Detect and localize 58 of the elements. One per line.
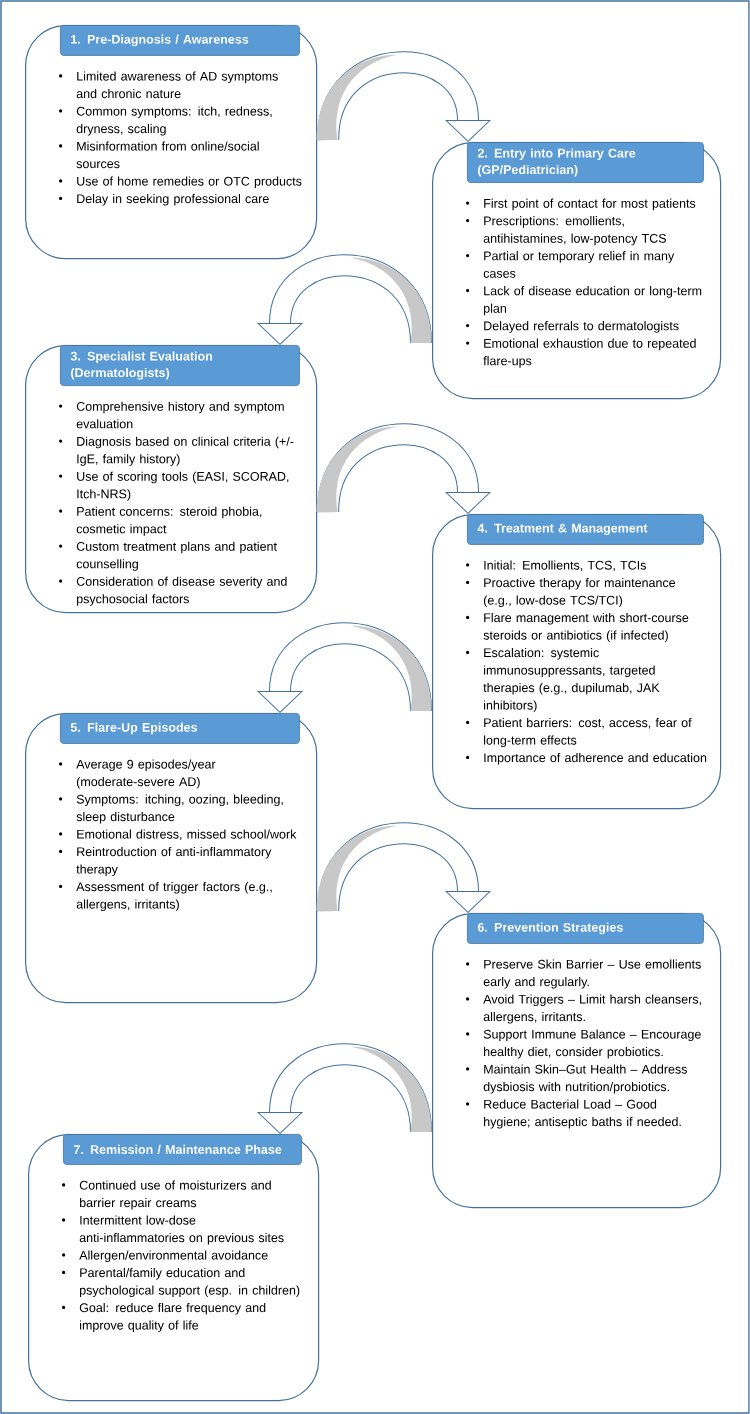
node-label: Escalation: systemic immunosuppressants, targeted therapies (e.g., dupilumab, JAK inhibitors) <box>483 647 660 713</box>
node-label: Custom treatment plans and patient counselling <box>76 541 277 571</box>
node-label: Emotional distress, missed school/work <box>77 829 297 841</box>
bullet-list: Initial: Emollients, TCS, TCIs Proactive therapy for maintenance (e.g., low-dose TCS/TCI) Flare management with short-course steroids or antibiotics (if infected) Escalation: systemic immunosuppressants, targeted therapies (e.g., dupilumab, JAK inhibitors) Patient barriers: cost, access, fear of long-term effects Importance of adherence and education <box>466 560 707 765</box>
bullet-list: Continued use of moisturizers and barrier repair creams Intermittent low-dose anti-inflammatories on previous sites Allergen/environmental avoidance Parental/family education and psychological support (esp. in children) Goal: reduce flare frequency and improve quality of life <box>62 1180 300 1333</box>
header-tab: 7. Remission / Maintenance Phase <box>63 1134 302 1165</box>
node-label: Delayed referrals to dermatologists <box>484 321 679 333</box>
header-tab: 2. Entry into Primary Care (GP/Pediatrician) <box>467 142 704 183</box>
node-label: Limited awareness of AD symptoms and chronic nature <box>76 71 278 99</box>
node-label: Diagnosis based on clinical criteria (+/- IgE, family history) <box>77 436 294 466</box>
bullet-list: First point of contact for most patients Prescriptions: emollients, antihistamines, low-potency TCS Partial or temporary relief in many cases Lack of disease education or long-term plan Delayed referrals to dermatologists Emotional exhaustion due to repeated flare-ups <box>466 198 702 368</box>
curved-arrow <box>257 622 432 713</box>
node-label: Partial or temporary relief in many cases <box>483 251 675 278</box>
node-label: Support Immune Balance – Encourage healthy diet, consider probiotics. <box>483 1029 701 1059</box>
curved-arrow <box>316 423 491 514</box>
node-label: Initial: Emollients, TCS, TCIs <box>484 560 646 572</box>
node-label: Reintroduction of anti-inflammatory therapy <box>76 846 272 877</box>
node-label: Delay in seeking professional care <box>77 193 269 206</box>
bullet-list: Limited awareness of AD symptoms and chronic nature Common symptoms: itch, redness, dryness, scaling Misinformation from online/social sources Use of home remedies or OTC products Delay in seeking professional care <box>59 71 302 206</box>
bullet-list: Average 9 episodes/year (moderate-severe AD) Symptoms: itching, oozing, bleeding, sleep disturbance Emotional distress, missed school/work Reintroduction of anti-inflammatory therapy Assessment of trigger factors (e.g., allergens, irritants) <box>59 759 297 912</box>
node-label: First point of contact for most patients <box>484 198 696 211</box>
node-label: Use of home remedies or OTC products <box>77 176 302 189</box>
node-label: Lack of disease education or long-term plan <box>484 286 702 316</box>
header-tab: 4. Treatment & Management <box>467 514 704 545</box>
node-label: Consideration of disease severity and psychosocial factors <box>76 576 287 606</box>
header-tab: 5. Flare-Up Episodes <box>60 713 300 744</box>
bullet-list: Comprehensive history and symptom evaluation Diagnosis based on clinical criteria (+/- IgE, family history) Use of scoring tools (EASI, SCORAD, Itch-NRS) Patient concerns: steroid phobia, cosmetic impact Custom treatment plans and patient counselling Consideration of disease severity and psychosocial factors <box>59 401 294 606</box>
header-tab: 3. Specialist Evaluation (Dermatologists) <box>60 345 300 386</box>
node-label: Parental/family education and psychological support (esp. in children) <box>80 1267 300 1298</box>
node-label: Avoid Triggers – Limit harsh cleansers, allergens, irritants. <box>483 994 701 1024</box>
node-label: Common symptoms: itch, redness, dryness, scaling <box>76 106 272 136</box>
curved-arrow <box>257 1043 432 1134</box>
node-label: Patient concerns: steroid phobia, cosmetic impact <box>76 506 262 536</box>
curved-arrow <box>316 822 491 913</box>
node-label: Flare management with short-course steroids or antibiotics (if infected) <box>483 612 689 643</box>
node-label: Assessment of trigger factors (e.g., allergens, irritants) <box>76 881 272 912</box>
node-label: Preserve Skin Barrier – Use emollients early and regularly. <box>483 959 701 989</box>
curved-arrow <box>316 51 491 142</box>
bullet-list: Preserve Skin Barrier – Use emollients early and regularly. Avoid Triggers – Limit harsh cleansers, allergens, irritants. Support Immune Balance – Encourage healthy diet, consider probiotics. Maintain Skin–Gut Health – Address dysbiosis with nutrition/probiotics. Reduce Bacterial Load – Good hygiene; antiseptic baths if needed. <box>466 959 701 1129</box>
curved-arrow <box>257 254 432 345</box>
node-label: Intermittent low-dose anti-inflammatories on previous sites <box>79 1215 284 1245</box>
node-label: Goal: reduce flare frequency and improve quality of life <box>79 1302 266 1333</box>
header-tab: 6. Prevention Strategies <box>467 913 704 944</box>
node-label: Allergen/environmental avoidance <box>79 1250 268 1263</box>
node-label: Maintain Skin–Gut Health – Address dysbiosis with nutrition/probiotics. <box>483 1064 687 1094</box>
node-label: Average 9 episodes/year (moderate-severe AD) <box>76 759 216 789</box>
node-label: Emotional exhaustion due to repeated flare-ups <box>483 338 696 368</box>
node-label: Comprehensive history and symptom evaluation <box>76 401 284 429</box>
node-label: Prescriptions: emollients, antihistamines, low-potency TCS <box>483 216 666 246</box>
node-label: Importance of adherence and education <box>484 752 707 765</box>
node-label: Proactive therapy for maintenance (e.g., low-dose TCS/TCI) <box>483 577 676 608</box>
header-tab: 1. Pre-Diagnosis / Awareness <box>60 25 300 56</box>
node-label: Symptoms: itching, oozing, bleeding, sleep disturbance <box>76 794 283 824</box>
node-label: Use of scoring tools (EASI, SCORAD, Itch-NRS) <box>77 471 289 501</box>
node-label: Continued use of moisturizers and barrier repair creams <box>79 1180 271 1210</box>
node-label: Misinformation from online/social sources <box>76 141 259 169</box>
node-label: Patient barriers: cost, access, fear of long-term effects <box>484 717 692 748</box>
node-label: Reduce Bacterial Load – Good hygiene; antiseptic baths if needed. <box>484 1099 681 1129</box>
